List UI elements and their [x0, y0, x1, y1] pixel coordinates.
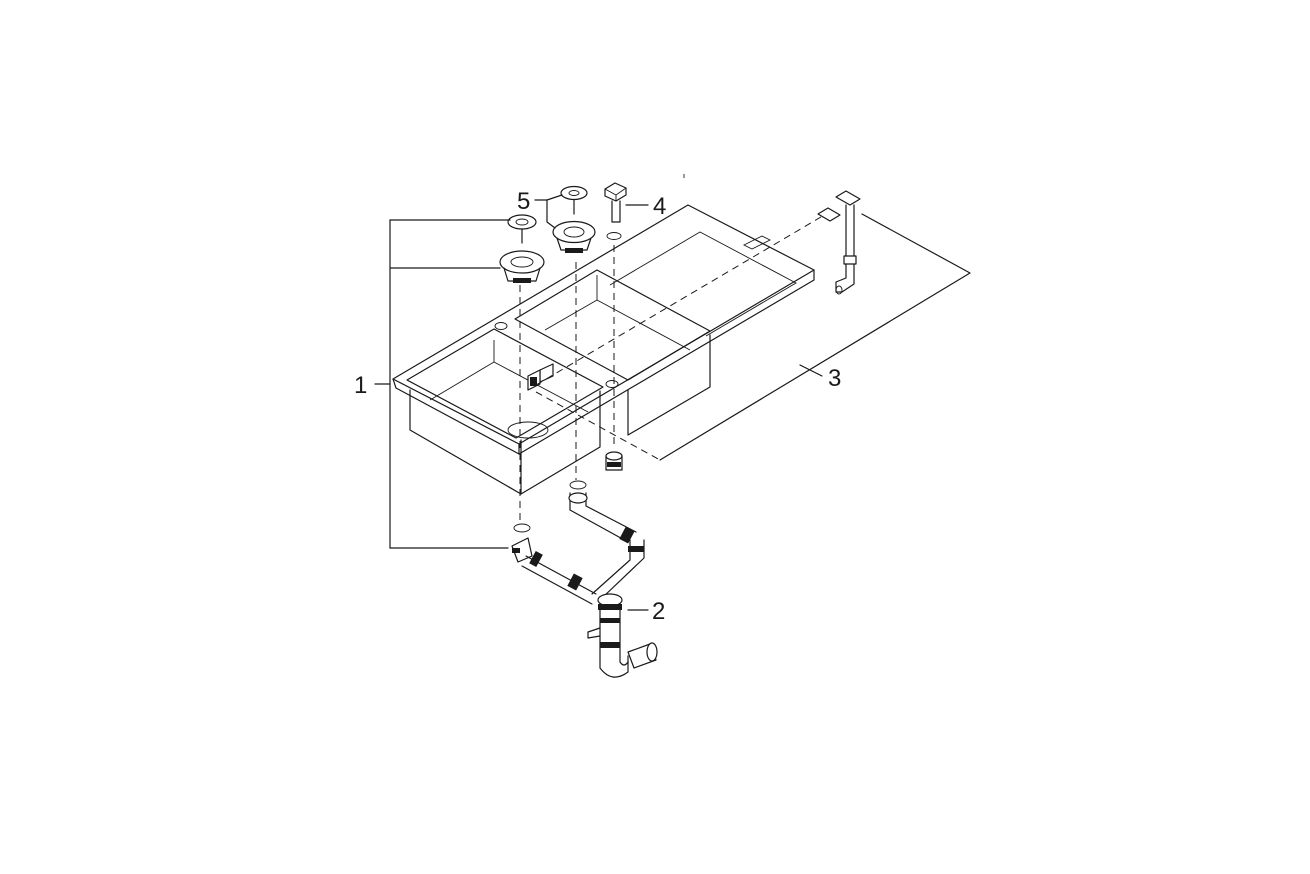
sink-body [392, 204, 815, 495]
callout-1: 1 [354, 372, 367, 399]
callout-5: 5 [517, 188, 530, 215]
callout-4: 4 [653, 193, 666, 220]
assembly-lines [519, 213, 827, 520]
basket-strainer-left [499, 214, 545, 283]
callout-2: 2 [652, 598, 665, 625]
overflow-kit [817, 190, 861, 295]
callout-3: 3 [828, 365, 841, 392]
basket-strainer-right [552, 185, 596, 253]
leader-lines [374, 194, 971, 611]
popup-knob [604, 182, 627, 240]
callout-labels: 1 5 4 3 2 [354, 188, 841, 625]
waste-pipe-assembly [511, 451, 658, 678]
